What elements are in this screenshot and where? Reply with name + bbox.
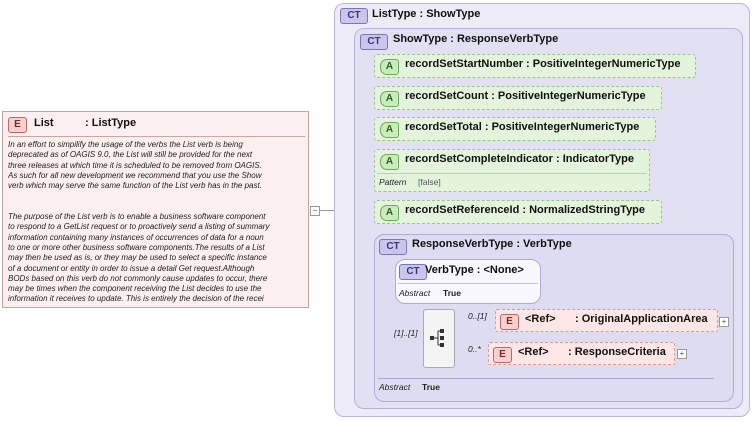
complex-type-badge: CT xyxy=(360,34,388,50)
doc-line: As such for all new development we recom… xyxy=(8,170,262,180)
doc-line: of a document or entity in order to issu… xyxy=(8,263,255,273)
collapse-icon[interactable]: − xyxy=(310,206,320,216)
attribute-recordsetcompleteindicator[interactable] xyxy=(374,149,650,192)
expand-icon[interactable]: + xyxy=(719,317,729,327)
responseverbtype-divider xyxy=(378,378,714,379)
pattern-divider xyxy=(377,173,647,174)
attribute-badge: A xyxy=(380,91,399,107)
ref-label: <Ref> xyxy=(525,313,556,325)
sequence-compositor[interactable] xyxy=(423,309,455,368)
ref-responsecriteria[interactable] xyxy=(488,342,675,365)
doc-line: to respond to a GetList request or to pr… xyxy=(8,222,270,232)
connector-list-to-type xyxy=(318,210,334,211)
complex-type-badge: CT xyxy=(379,239,407,255)
doc-line: verb which may serve the same function o… xyxy=(8,181,262,191)
doc-line: BODs based on this verb do not commonly … xyxy=(8,273,268,283)
responseverbtype-title: ResponseVerbType : VerbType xyxy=(412,238,572,250)
doc-line: may be times when the component receivin… xyxy=(8,284,262,294)
attribute-recordsettotal[interactable] xyxy=(374,117,656,141)
attribute-label: recordSetTotal : PositiveIntegerNumericT… xyxy=(405,121,640,133)
list-element-name: List xyxy=(34,117,54,129)
element-badge: E xyxy=(493,347,512,363)
attribute-badge: A xyxy=(380,154,399,170)
abstract-value: True xyxy=(443,288,461,298)
ref-cardinality: 0..* xyxy=(468,344,481,354)
doc-line: deprecated as of OAGIS 9.0, the List wil… xyxy=(8,150,253,160)
attribute-recordsetcount[interactable] xyxy=(374,86,662,110)
expand-icon[interactable]: + xyxy=(677,349,687,359)
attribute-label: recordSetCount : PositiveIntegerNumericT… xyxy=(405,90,646,102)
sequence-cardinality: [1]..[1] xyxy=(394,328,418,338)
doc-line: In an effort to simpilify the usage of t… xyxy=(8,140,243,149)
attribute-label: recordSetCompleteIndicator : IndicatorTy… xyxy=(405,153,635,165)
ref-label: <Ref> xyxy=(518,346,549,358)
pattern-value: [false] xyxy=(418,177,441,187)
complex-type-badge: CT xyxy=(340,8,368,24)
pattern-label: Pattern xyxy=(379,177,407,187)
attribute-badge: A xyxy=(380,59,399,75)
doc-line xyxy=(8,191,305,201)
attribute-recordsetstartnumber[interactable] xyxy=(374,54,696,78)
list-element[interactable]: E List : ListType In an effort to simpil… xyxy=(2,111,309,308)
doc-line: may then be used as is, or they may be u… xyxy=(8,253,267,263)
doc-line: The purpose of the List verb is to enabl… xyxy=(8,212,266,222)
verbtype-title: VerbType : <None> xyxy=(425,264,524,276)
doc-line xyxy=(8,202,305,212)
sequence-icon xyxy=(430,329,444,347)
ref-cardinality: 0..[1] xyxy=(468,311,487,321)
doc-line: information it receives to update. This … xyxy=(8,294,264,304)
attribute-badge: A xyxy=(380,122,399,138)
element-badge: E xyxy=(8,117,27,133)
title-divider xyxy=(8,136,305,137)
complex-type-badge: CT xyxy=(399,264,427,280)
abstract-label: Abstract xyxy=(379,382,411,392)
listtype-title: ListType : ShowType xyxy=(372,8,481,20)
abstract-label: Abstract xyxy=(399,288,431,298)
ref-name: : OriginalApplicationArea xyxy=(575,313,708,325)
showtype-title: ShowType : ResponseVerbType xyxy=(393,33,559,45)
documentation-text: In an effort to simpilify the usage of t… xyxy=(8,140,305,305)
ref-name: : ResponseCriteria xyxy=(568,346,666,358)
attribute-badge: A xyxy=(380,205,399,221)
verbtype-divider xyxy=(398,283,538,284)
list-element-type: : ListType xyxy=(85,117,137,129)
ref-originalapplicationarea[interactable] xyxy=(495,309,718,332)
element-badge: E xyxy=(500,314,519,330)
attribute-label: recordSetReferenceId : NormalizedStringT… xyxy=(405,204,646,216)
doc-line: information containing many instances of… xyxy=(8,232,264,242)
abstract-value: True xyxy=(422,382,440,392)
attribute-recordsetreferenceid[interactable] xyxy=(374,200,662,224)
attribute-label: recordSetStartNumber : PositiveIntegerNu… xyxy=(405,58,681,70)
doc-line: to one or more other business software c… xyxy=(8,242,265,252)
doc-line: three releases at which time it is sched… xyxy=(8,160,262,170)
